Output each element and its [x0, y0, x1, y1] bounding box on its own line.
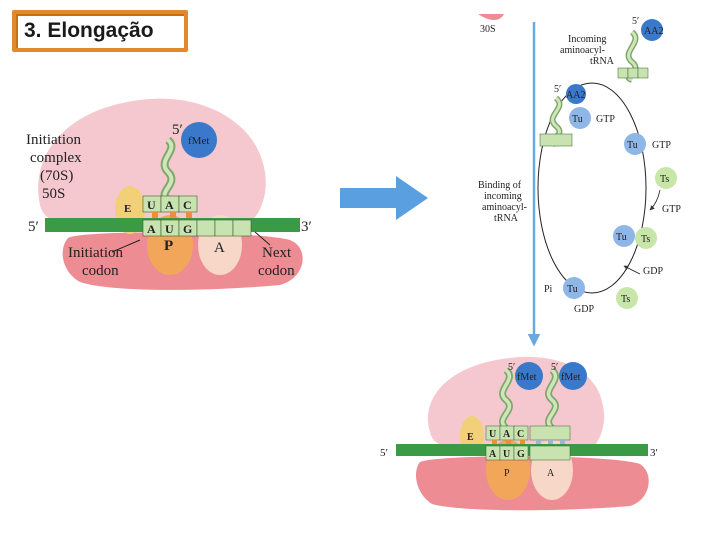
- anticodon-left-1: A: [165, 198, 174, 212]
- cycle-five-prime-a: 5′: [632, 16, 639, 27]
- cycle-tu-label: Tu: [572, 114, 583, 125]
- cycle-five-prime-b: 5′: [554, 84, 561, 95]
- next-codon-label-1: Next: [262, 245, 292, 261]
- incoming-label-1: Incoming: [568, 34, 606, 45]
- cycle-ts-bottom: Ts: [621, 294, 630, 305]
- site-p-left: P: [164, 238, 173, 254]
- initiation-complex-label-4: 50S: [42, 186, 65, 202]
- cycle-gdp2: GDP: [574, 304, 594, 315]
- bottom-mrna-5: 5′: [380, 447, 388, 459]
- big-arrow-right: [340, 176, 428, 220]
- incoming-label-2: aminoacyl-: [560, 45, 605, 56]
- anticodon-left-0: U: [147, 198, 156, 212]
- fmet-label-left: fMet: [188, 135, 209, 147]
- initiation-complex-label-2: complex: [30, 150, 82, 166]
- binding-label-4: tRNA: [494, 213, 519, 224]
- bottom-mrna-3: 3′: [650, 447, 658, 459]
- initiation-complex-group: Initiation complex (70S) 50S 5′ fMet U A…: [26, 98, 312, 290]
- cycle-aa2-b: AA2: [566, 90, 585, 101]
- cycle-gtp-label: GTP: [596, 114, 615, 125]
- initiation-codon-label-1: Initiation: [68, 245, 123, 261]
- binding-label-2: incoming: [484, 191, 522, 202]
- title-box: 3. Elongação: [12, 10, 188, 52]
- five-prime-top-left: 5′: [172, 122, 183, 138]
- cycle-gtp3: GTP: [662, 204, 681, 215]
- bottom-site-a: A: [547, 468, 555, 479]
- bottom-fmet-2: fMet: [561, 372, 581, 383]
- bottom-codon-2: G: [517, 449, 525, 460]
- fmet-ball-left: [181, 122, 217, 158]
- bottom-five-prime-2: 5′: [551, 362, 558, 373]
- bottom-codon-0: A: [489, 449, 497, 460]
- cycle-tu-ts-tu: Tu: [616, 232, 627, 243]
- incoming-label-3: tRNA: [590, 56, 615, 67]
- cycle-pi: Pi: [544, 284, 553, 295]
- site-a-left: A: [214, 240, 225, 256]
- bottom-site-e: E: [467, 432, 474, 443]
- bottom-anticodon-0: U: [489, 429, 496, 440]
- cycle-tu-gtp: Tu: [627, 140, 638, 151]
- anticodon-left-2: C: [183, 198, 192, 212]
- mrna-3-left: 3′: [301, 219, 312, 235]
- bottom-site-p: P: [504, 468, 510, 479]
- cycle-tu-ts-ts: Ts: [641, 234, 650, 245]
- next-codon-label-2: codon: [258, 263, 295, 279]
- initiation-complex-label-3: (70S): [40, 168, 73, 184]
- binding-label-3: aminoacyl-: [482, 202, 527, 213]
- ribosome-30s-bottom: [416, 456, 649, 511]
- slide-title: 3. Elongação: [24, 19, 154, 42]
- bottom-codon-1: U: [503, 449, 510, 460]
- cycle-aa2-a: AA2: [644, 26, 663, 37]
- bottom-fmet-1: fMet: [517, 372, 537, 383]
- initiation-codon-label-2: codon: [82, 263, 119, 279]
- codon-left-2: G: [183, 222, 192, 236]
- bottom-five-prime-1: 5′: [508, 362, 515, 373]
- mrna-5-left: 5′: [28, 219, 39, 235]
- binding-label-1: Binding of: [478, 180, 522, 191]
- codon-left-0: A: [147, 222, 156, 236]
- cycle-ellipse: [537, 82, 647, 294]
- bottom-anticodon-1: A: [503, 429, 511, 440]
- site-e-left: E: [124, 203, 131, 215]
- codon-left-1: U: [165, 222, 174, 236]
- bottom-ribosome-group: 5′ 5′ fMet fMet U A C A U G E P A 5′ 3′: [380, 356, 658, 511]
- bottom-anticodon-2: C: [517, 429, 524, 440]
- cycle-gtp2: GTP: [652, 140, 671, 151]
- initiation-complex-label-1: Initiation: [26, 132, 81, 148]
- label-30s: 30S: [480, 24, 496, 35]
- cycle-gdp: GDP: [643, 266, 663, 277]
- cycle-ts: Ts: [660, 174, 669, 185]
- cycle-tu-gdp: Tu: [567, 284, 578, 295]
- elongation-cycle-group: 30S 5′ AA2 Incoming aminoacyl- tRNA 5′ A…: [478, 14, 681, 347]
